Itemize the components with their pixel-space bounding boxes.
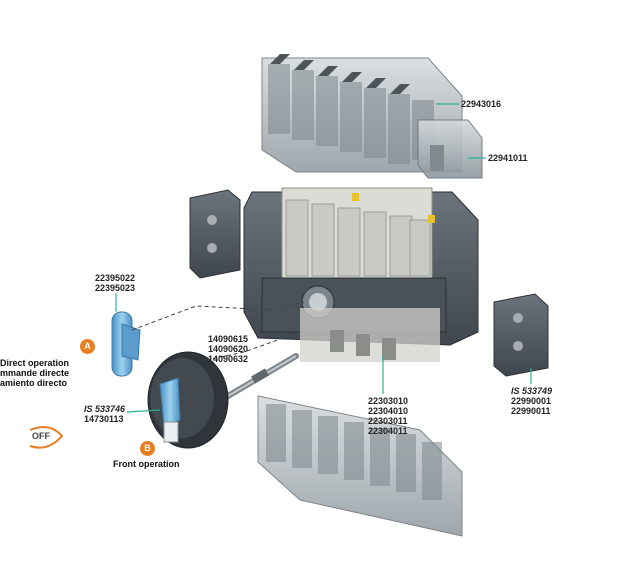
side-terminal-cover [417, 119, 483, 179]
switch-body [243, 187, 479, 362]
front-handle [147, 351, 229, 449]
caption-direct-2: mmande directe [0, 368, 70, 378]
assembly-paths [131, 301, 305, 361]
ref-aux-1: 22990001 [511, 396, 552, 406]
ref-front-handle: 14730113 [84, 414, 124, 424]
ref-top-cover: 22943016 [461, 99, 502, 109]
off-label: OFF [32, 431, 50, 441]
ref-bottom-cover-2: 22304010 [368, 406, 409, 416]
caption-front-operation: Front operation [113, 459, 180, 469]
ref-aux-standard: IS 533749 [511, 386, 553, 396]
ref-shaft-3: 14090632 [208, 354, 249, 364]
ref-direct-handle-2: 22395023 [95, 283, 136, 293]
ref-bottom-cover-1: 22303010 [368, 396, 409, 406]
top-terminal-cover [261, 54, 463, 173]
caption-direct-3: amiento directo [0, 378, 68, 388]
ref-shaft-1: 14090615 [208, 334, 249, 344]
ref-shaft-2: 14090620 [208, 344, 249, 354]
off-arc [29, 426, 64, 449]
bottom-terminal-cover [257, 395, 463, 537]
left-auxiliary-contact [189, 189, 241, 279]
direct-handle [111, 311, 141, 377]
ref-aux-2: 22990011 [511, 406, 551, 416]
ref-front-standard: IS 533746 [84, 404, 126, 414]
right-auxiliary-contact [493, 293, 549, 377]
caption-direct-1: Direct operation [0, 358, 70, 368]
ref-bottom-cover-4: 22304011 [368, 426, 408, 436]
badge-a: A [80, 339, 95, 354]
ref-bottom-cover-3: 22303011 [368, 416, 408, 426]
ref-side-cover: 22941011 [488, 153, 528, 163]
ref-direct-handle-1: 22395022 [95, 273, 136, 283]
extension-shaft [225, 353, 299, 399]
badge-b: B [140, 441, 155, 456]
leader-lines [115, 103, 532, 413]
